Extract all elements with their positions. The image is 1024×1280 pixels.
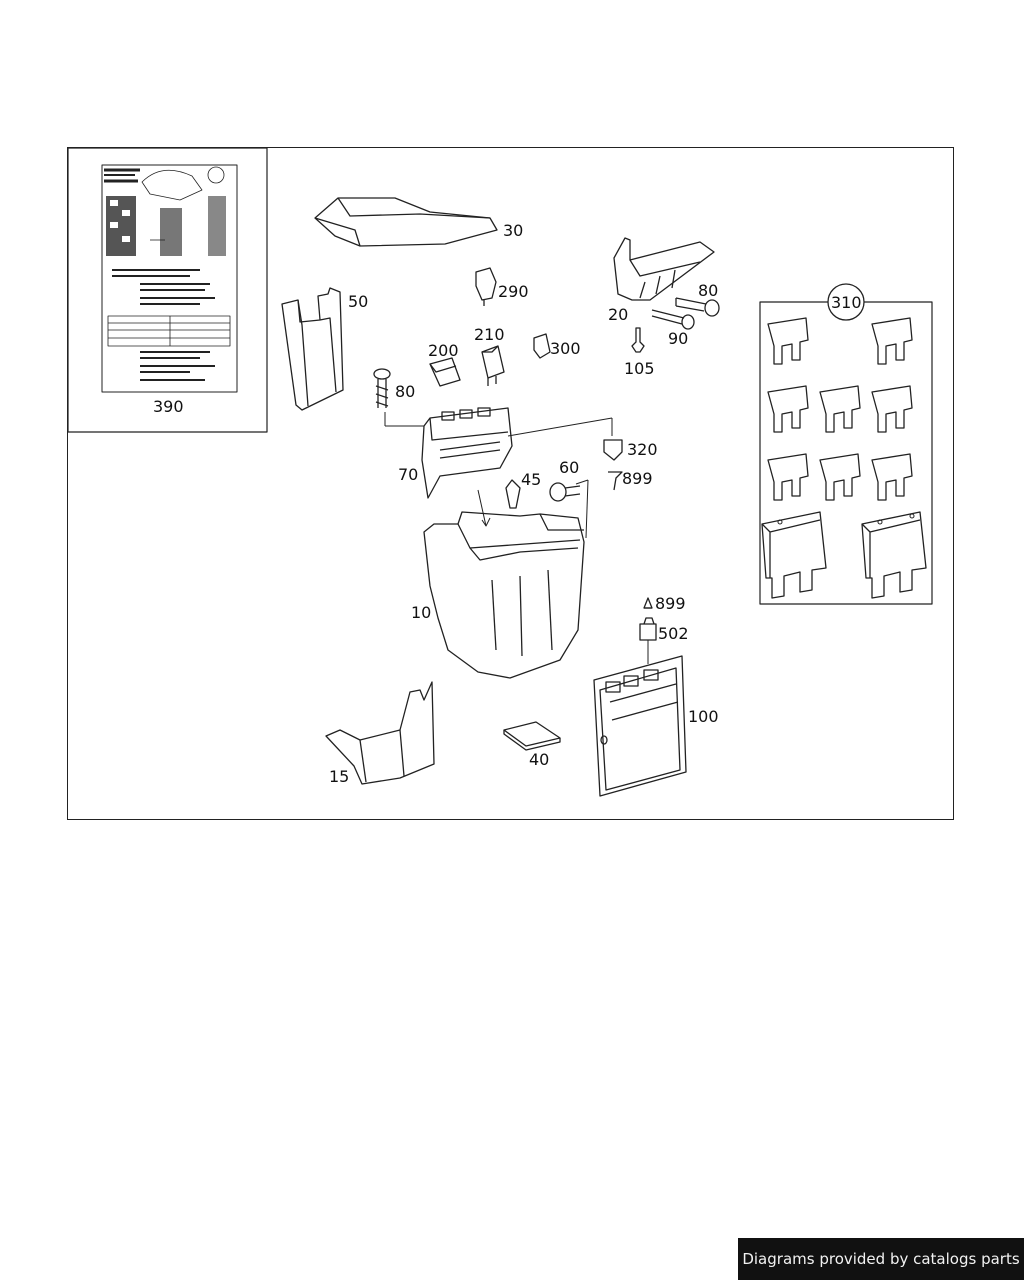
callout-30: 30 xyxy=(503,221,523,240)
callout-310: 310 xyxy=(831,293,862,312)
callout-10: 10 xyxy=(411,603,431,622)
callout-90: 90 xyxy=(668,329,688,348)
callout-circle-310 xyxy=(827,283,865,321)
bolt-80-upper xyxy=(675,297,720,317)
callout-50: 50 xyxy=(348,292,368,311)
callout-899-lower: 899 xyxy=(655,594,686,613)
callout-20: 20 xyxy=(608,305,628,324)
diagram-frame xyxy=(67,147,954,820)
relay-290 xyxy=(475,267,497,306)
callout-320: 320 xyxy=(627,440,658,459)
callout-70: 70 xyxy=(398,465,418,484)
fuse-set xyxy=(761,317,927,599)
inset-box-390 xyxy=(67,147,268,433)
relay-200 xyxy=(429,357,461,387)
callout-502: 502 xyxy=(658,624,689,643)
fuse-chart-document xyxy=(101,164,238,393)
callout-45: 45 xyxy=(521,470,541,489)
fuse-box-cover xyxy=(314,197,498,247)
callout-899-upper: 899 xyxy=(622,469,653,488)
pad-40 xyxy=(503,721,561,751)
attribution-banner: Diagrams provided by catalogs parts xyxy=(738,1238,1024,1280)
screw-80-lower xyxy=(373,368,424,427)
cap-899-upper xyxy=(608,471,623,491)
attribution-text: Diagrams provided by catalogs parts xyxy=(742,1250,1020,1268)
cap-899-lower xyxy=(643,597,653,609)
clip-45 xyxy=(505,479,521,509)
inset-box-310 xyxy=(759,301,933,605)
callout-40: 40 xyxy=(529,750,549,769)
control-unit xyxy=(593,655,687,797)
fuse-box-housing xyxy=(423,489,585,679)
lower-bracket xyxy=(325,681,435,785)
callout-390: 390 xyxy=(153,397,184,416)
fuse-300 xyxy=(533,333,551,359)
bolt-90 xyxy=(651,309,695,330)
callout-15: 15 xyxy=(329,767,349,786)
connector-320 xyxy=(603,439,623,461)
fuse-relay-module xyxy=(421,407,613,499)
connector-502 xyxy=(639,617,657,664)
callout-80-upper: 80 xyxy=(698,281,718,300)
callout-105: 105 xyxy=(624,359,655,378)
fuse-holder-strip xyxy=(613,237,715,301)
callout-300: 300 xyxy=(550,339,581,358)
clip-105 xyxy=(631,327,645,353)
retaining-bracket xyxy=(281,287,344,411)
callout-210: 210 xyxy=(474,325,505,344)
callout-80-lower: 80 xyxy=(395,382,415,401)
callout-60: 60 xyxy=(559,458,579,477)
callout-200: 200 xyxy=(428,341,459,360)
callout-100: 100 xyxy=(688,707,719,726)
bolt-60 xyxy=(549,479,589,539)
relay-210 xyxy=(481,345,505,386)
callout-290: 290 xyxy=(498,282,529,301)
